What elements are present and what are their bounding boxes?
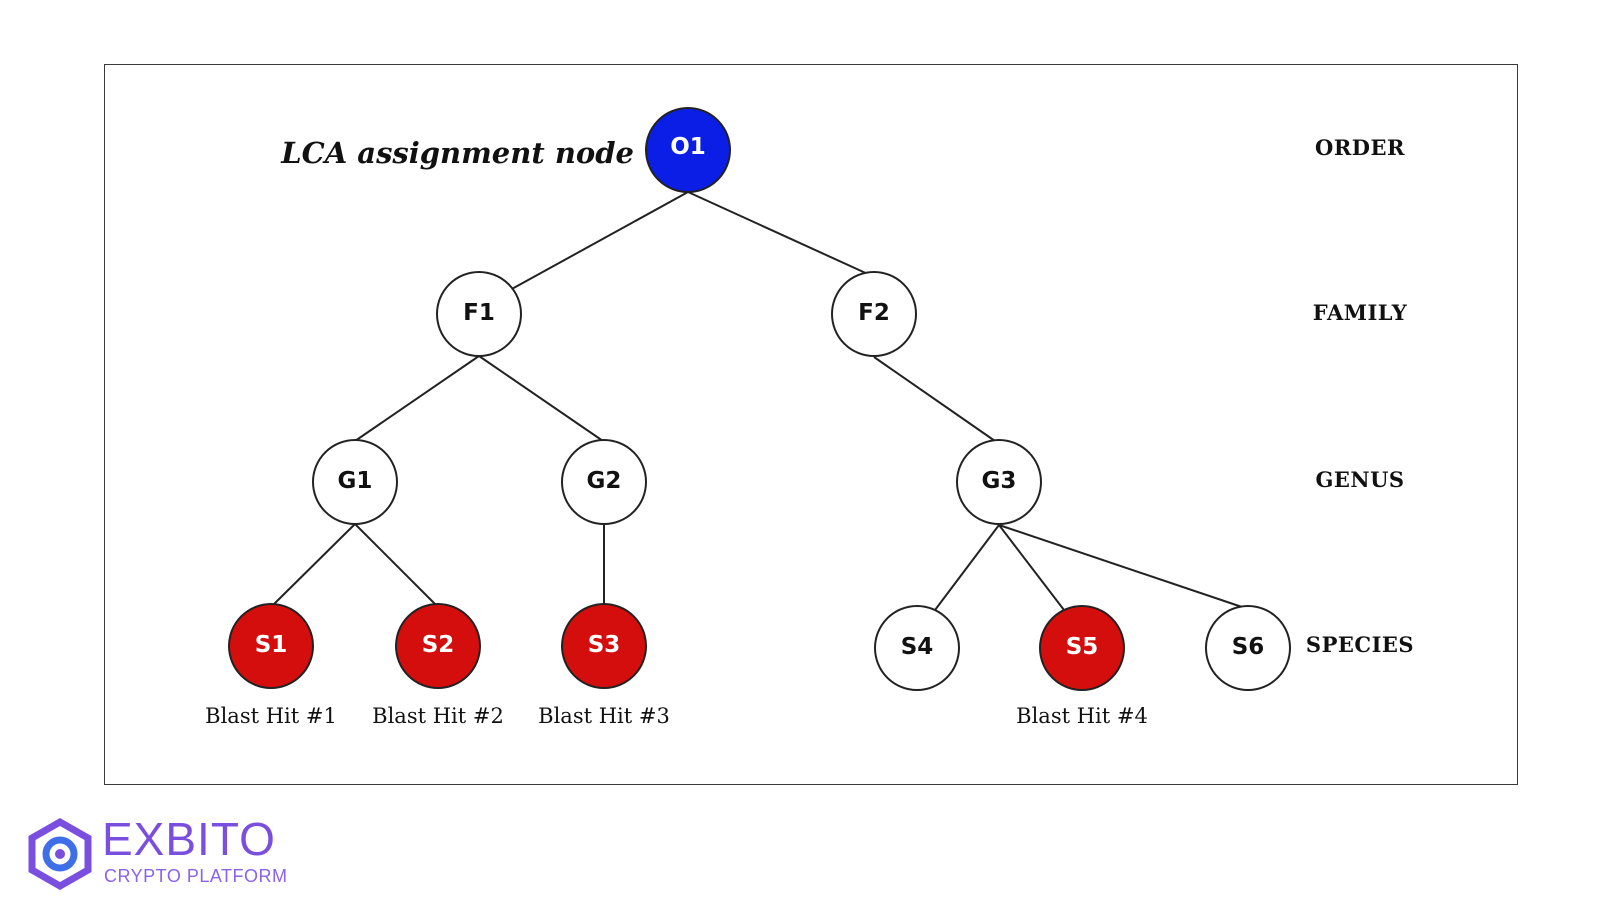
lca-assignment-label: LCA assignment node	[280, 136, 634, 170]
diagram-frame	[104, 64, 1518, 785]
edge-g1-s2	[354, 523, 440, 609]
node-s6-label: S6	[1232, 634, 1265, 660]
node-f2[interactable]	[831, 271, 917, 357]
blast-hit-4-label: Blast Hit #4	[1016, 704, 1148, 728]
node-s2[interactable]	[395, 603, 481, 689]
edge-g3-s5	[998, 524, 1065, 611]
edge-g3-s4	[934, 524, 1000, 611]
node-o1[interactable]	[645, 107, 731, 193]
node-g1-label: G1	[338, 468, 373, 494]
node-f1-label: F1	[463, 300, 495, 326]
node-s3-label: S3	[588, 632, 621, 658]
blast-hit-3-label: Blast Hit #3	[538, 704, 670, 728]
node-g2-label: G2	[587, 468, 622, 494]
node-s5[interactable]	[1039, 605, 1125, 691]
edge-f1-g2	[478, 355, 604, 442]
rank-order-label: ORDER	[1315, 135, 1405, 160]
exbito-logo-mark-icon	[28, 818, 92, 890]
edge-o1-f1	[509, 191, 689, 291]
node-s3[interactable]	[561, 603, 647, 689]
node-s6[interactable]	[1205, 605, 1291, 691]
node-s4[interactable]	[874, 605, 960, 691]
edge-f2-g3	[873, 356, 996, 442]
node-s2-label: S2	[422, 632, 455, 658]
edge-o1-f2	[687, 191, 871, 276]
exbito-logo: EXBITO CRYPTO PLATFORM	[24, 813, 324, 890]
brand-name: EXBITO	[102, 813, 276, 865]
rank-species-label: SPECIES	[1306, 632, 1414, 657]
node-s5-label: S5	[1066, 634, 1099, 660]
rank-family-label: FAMILY	[1313, 300, 1408, 325]
tree-edges	[269, 191, 1246, 611]
node-s1-label: S1	[255, 632, 288, 658]
blast-hit-1-label: Blast Hit #1	[205, 704, 337, 728]
node-f1[interactable]	[436, 271, 522, 357]
edge-g1-s1	[269, 523, 356, 609]
node-g2[interactable]	[561, 439, 647, 525]
node-s4-label: S4	[901, 634, 934, 660]
blast-hit-2-label: Blast Hit #2	[372, 704, 504, 728]
rank-genus-label: GENUS	[1315, 467, 1404, 492]
node-o1-label: O1	[670, 134, 706, 160]
node-s1[interactable]	[228, 603, 314, 689]
node-g1[interactable]	[312, 439, 398, 525]
edge-f1-g1	[354, 355, 480, 442]
edge-g3-s6	[998, 524, 1246, 609]
node-g3-label: G3	[982, 468, 1017, 494]
node-f2-label: F2	[858, 300, 890, 326]
node-g3[interactable]	[956, 439, 1042, 525]
brand-tagline: CRYPTO PLATFORM	[104, 866, 288, 886]
